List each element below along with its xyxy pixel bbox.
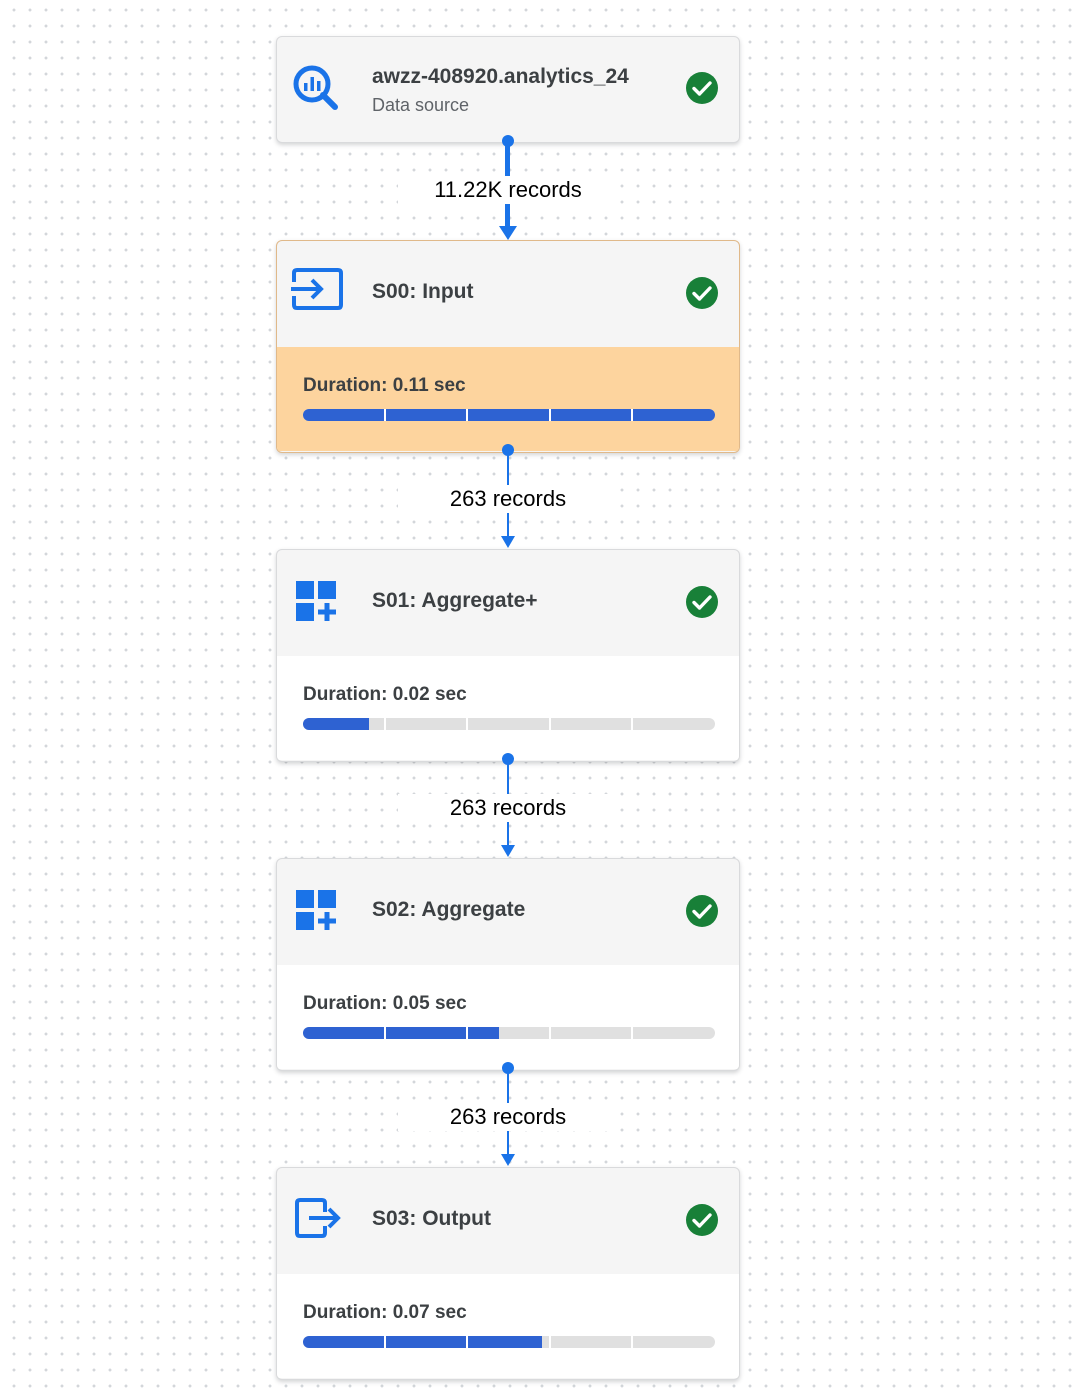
- edge-record-count: 263 records: [398, 794, 618, 822]
- edge-s00-to-s01: 263 records: [398, 444, 618, 549]
- data-source-subtitle: Data source: [372, 95, 470, 115]
- check-circle-icon: [685, 71, 719, 105]
- edge-s02-to-s03: 263 records: [398, 1062, 618, 1167]
- stage-node-s02[interactable]: S02: Aggregate Duration: 0.05 sec: [276, 858, 740, 1071]
- duration-bar-fill: [303, 409, 715, 421]
- duration-bar: [303, 409, 715, 421]
- stage-title: S00: Input: [372, 280, 474, 303]
- edge-arrowhead: [499, 226, 517, 240]
- check-circle-icon: [685, 276, 719, 310]
- bigquery-icon: [291, 63, 345, 117]
- check-circle-icon: [685, 1203, 719, 1237]
- output-icon: [295, 1198, 349, 1252]
- stage-title: S03: Output: [372, 1207, 491, 1230]
- duration-bar-fill: [303, 718, 369, 730]
- input-icon: [291, 268, 345, 322]
- duration-bar: [303, 718, 715, 730]
- edge-source-to-s00: 11.22K records: [398, 135, 618, 240]
- edge-record-count: 263 records: [398, 1103, 618, 1131]
- duration-label: Duration: 0.11 sec: [303, 375, 466, 396]
- duration-label: Duration: 0.02 sec: [303, 684, 467, 705]
- duration-label: Duration: 0.05 sec: [303, 993, 467, 1014]
- edge-arrowhead: [501, 536, 515, 548]
- edge-arrowhead: [501, 1154, 515, 1166]
- edge-start-dot: [502, 444, 514, 456]
- edge-record-count: 263 records: [398, 485, 618, 513]
- edge-s01-to-s02: 263 records: [398, 753, 618, 858]
- stage-node-s01[interactable]: S01: Aggregate+ Duration: 0.02 sec: [276, 549, 740, 762]
- stage-node-s00[interactable]: S00: Input Duration: 0.11 sec: [276, 240, 740, 453]
- data-source-title: awzz-408920.analytics_24: [372, 65, 629, 88]
- duration-bar: [303, 1336, 715, 1348]
- check-circle-icon: [685, 585, 719, 619]
- aggregate-icon: [295, 580, 349, 634]
- duration-bar-fill: [303, 1336, 542, 1348]
- stage-title: S01: Aggregate+: [372, 589, 538, 612]
- edge-start-dot: [502, 1062, 514, 1074]
- edge-arrowhead: [501, 845, 515, 857]
- duration-bar-fill: [303, 1027, 499, 1039]
- duration-label: Duration: 0.07 sec: [303, 1302, 467, 1323]
- stage-title: S02: Aggregate: [372, 898, 526, 921]
- edge-record-count: 11.22K records: [398, 176, 618, 204]
- data-source-node[interactable]: awzz-408920.analytics_24 Data source: [276, 36, 740, 143]
- stage-node-s03[interactable]: S03: Output Duration: 0.07 sec: [276, 1167, 740, 1380]
- edge-start-dot: [502, 753, 514, 765]
- duration-bar: [303, 1027, 715, 1039]
- check-circle-icon: [685, 894, 719, 928]
- aggregate-icon: [295, 889, 349, 943]
